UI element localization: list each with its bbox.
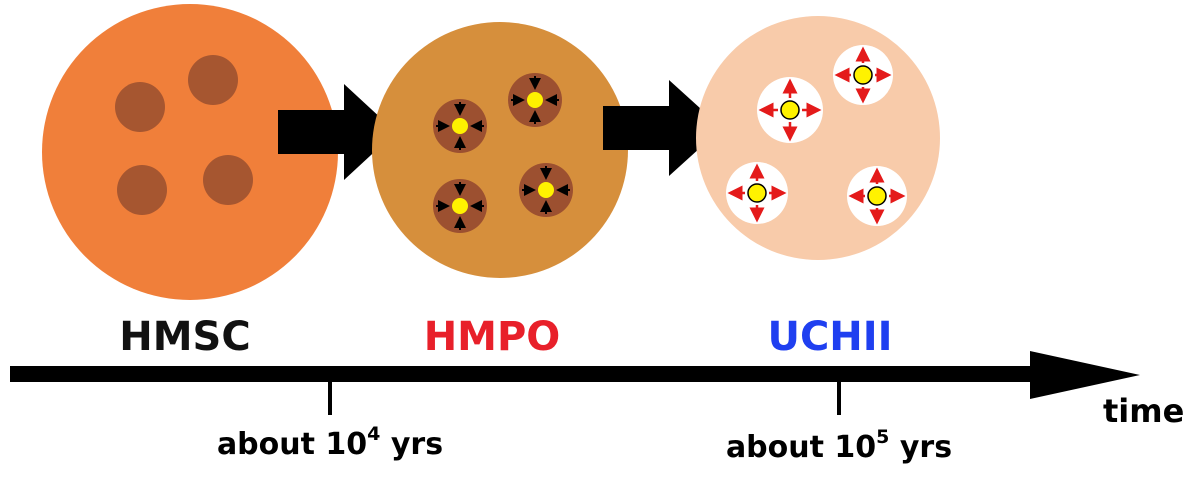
hmsc-cloud [42,4,338,300]
hmpo-cloud-body [372,22,628,278]
massive-star [867,186,887,206]
uchii-cloud [696,16,940,260]
timeline-arrowhead [1030,351,1140,399]
hmsc-core [115,82,165,132]
collapsing-core [508,73,562,127]
protostar [538,182,554,198]
collapsing-core [433,99,487,153]
protostar [527,92,543,108]
collapsing-core [519,163,573,217]
hmsc-core [203,155,253,205]
transition-arrow [603,80,722,176]
time-tick-label: about 105 yrs [726,428,952,463]
tick-exponent: 5 [876,426,890,448]
hmsc-cloud-body [42,4,338,300]
transition-arrow [278,84,396,180]
protostar [452,198,468,214]
hmsc-core [188,55,238,105]
tick-suffix: yrs [889,430,953,465]
time-axis-label: time [1103,392,1185,430]
time-tick-label: about 104 yrs [217,425,443,460]
massive-star [780,100,800,120]
collapsing-core [433,179,487,233]
massive-star [747,183,767,203]
hmsc-label: HMSC [119,314,251,360]
tick-suffix: yrs [380,427,444,462]
hmpo-cloud [372,22,628,278]
protostar [452,118,468,134]
massive-star [853,65,873,85]
tick-prefix: about 10 [216,427,368,462]
timeline [10,351,1140,415]
hmpo-label: HMPO [423,314,561,360]
uchii-label: UCHII [767,314,893,360]
tick-exponent: 4 [367,423,381,445]
hii-region [726,162,788,224]
hmsc-core [117,165,167,215]
hii-region [847,166,907,226]
tick-prefix: about 10 [725,430,877,465]
uchii-cloud-body [696,16,940,260]
hii-region [833,45,893,105]
hii-region [757,77,823,143]
